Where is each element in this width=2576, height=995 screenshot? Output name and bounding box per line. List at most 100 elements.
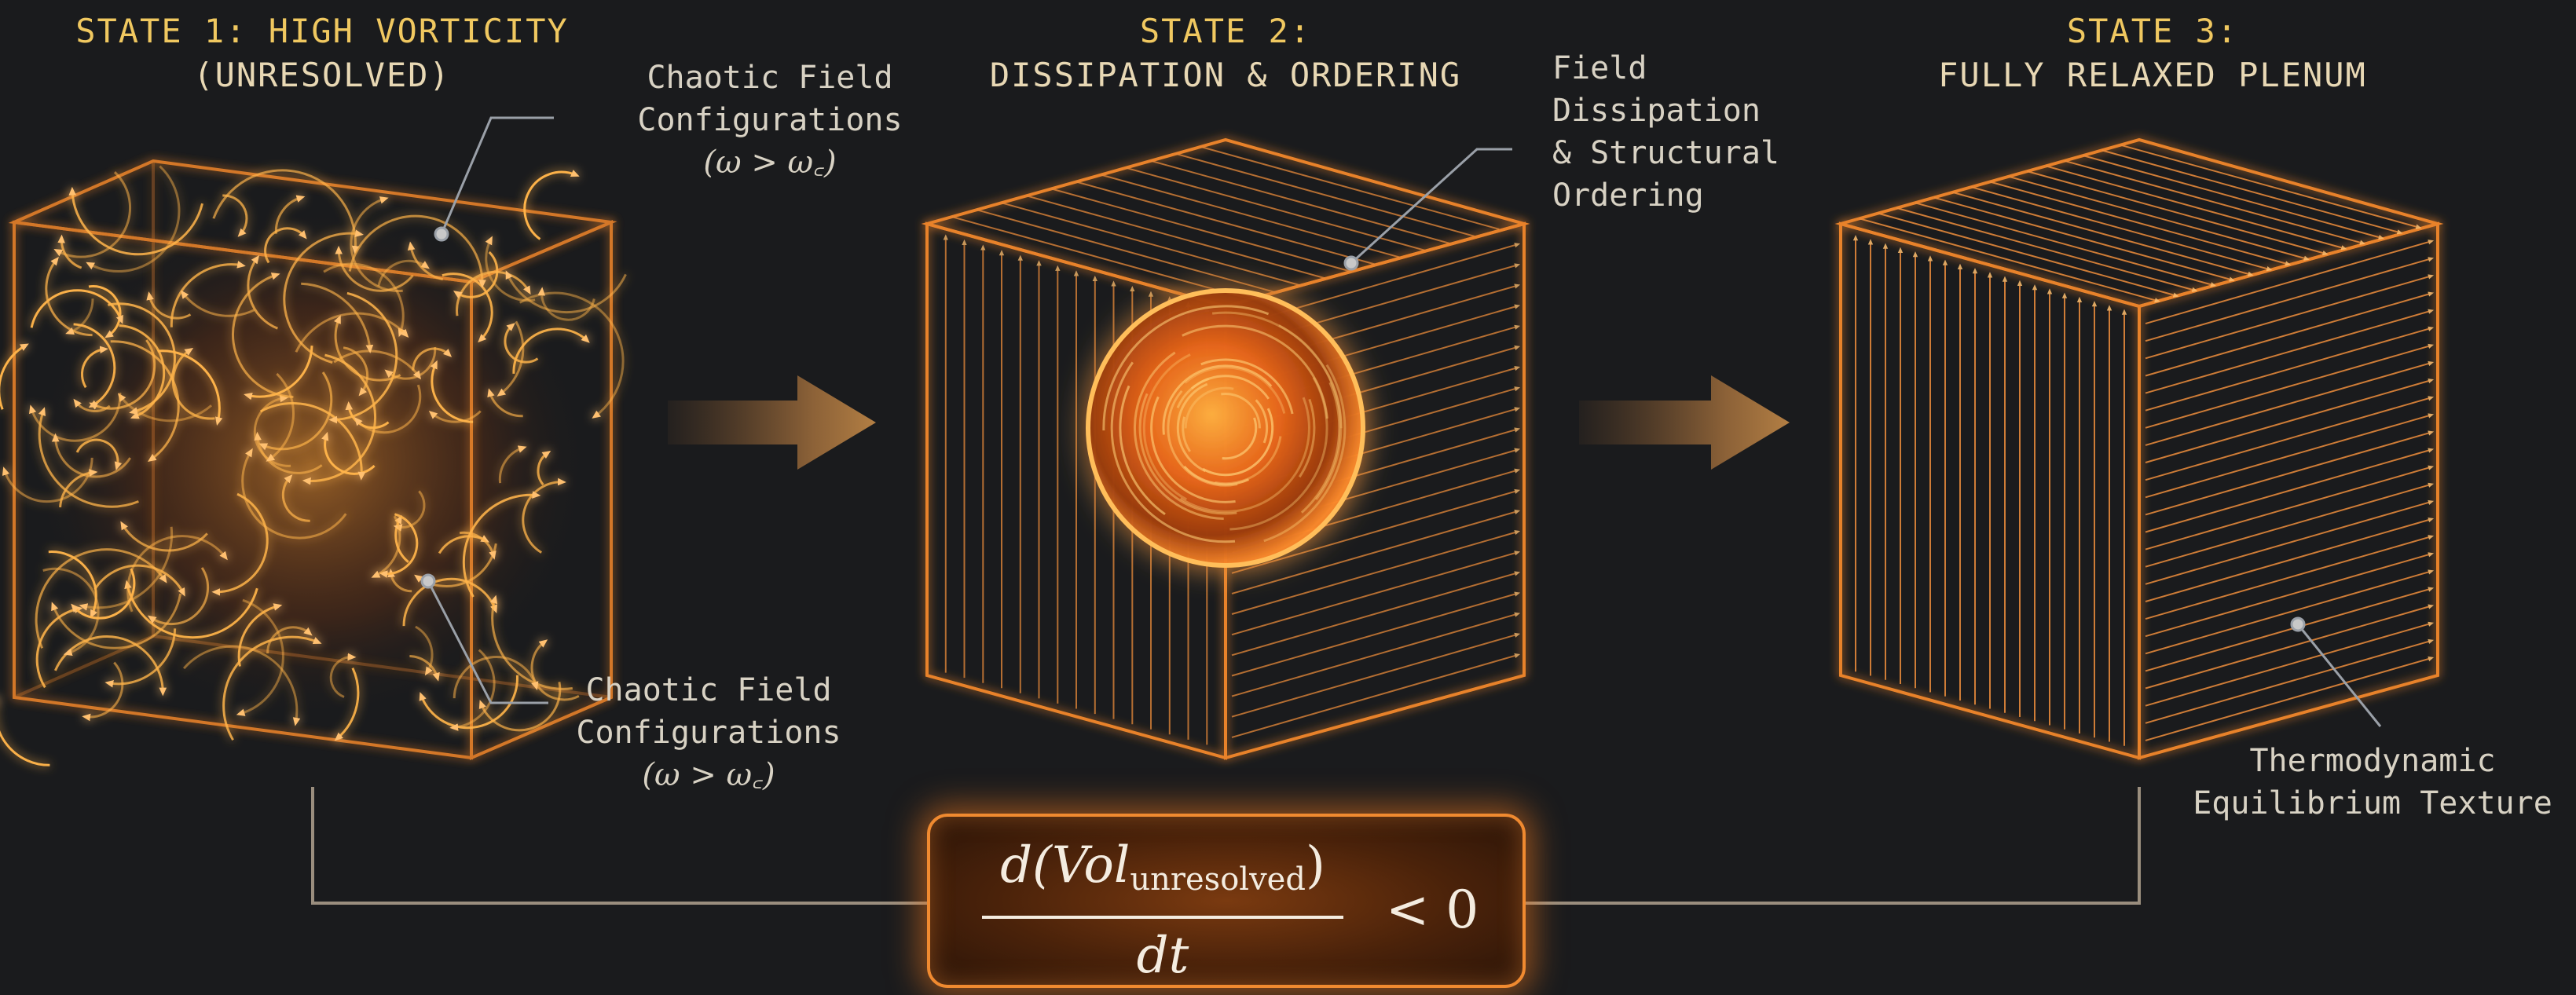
chaotic-swirl (335, 245, 414, 292)
chaotic-swirl (30, 289, 123, 328)
aligned-line (2145, 604, 2435, 690)
chaotic-swirl (29, 393, 122, 442)
chaotic-swirl (79, 526, 174, 611)
chaotic-swirl (120, 521, 208, 552)
field-line (1231, 530, 1521, 615)
aligned-line (2145, 257, 2435, 342)
chaotic-swirl (146, 291, 192, 320)
chaotic-swirl (147, 567, 210, 626)
sphere-swirl (1200, 358, 1294, 415)
chaotic-swirl (211, 492, 269, 596)
annotation-equilibrium-line1: Thermodynamic (2249, 743, 2496, 779)
chaotic-swirl (264, 227, 307, 264)
annotation-chaotic-bottom-line2: Configurations (576, 715, 841, 751)
field-line (1231, 571, 1521, 657)
sphere-swirl (1255, 399, 1269, 444)
chaotic-swirl (453, 656, 539, 699)
chaotic-swirl (323, 262, 405, 338)
annotation-dissipation-line1: Field (1552, 50, 1647, 86)
sphere-swirl (1138, 393, 1237, 515)
chaotic-swirl (93, 564, 185, 597)
aligned-line (2145, 396, 2435, 481)
aligned-line (2027, 170, 2329, 256)
chaotic-swirl (42, 567, 100, 657)
aligned-line (2145, 291, 2435, 377)
aligned-line (2145, 482, 2435, 568)
chaotic-swirl (489, 594, 573, 690)
aligned-line (1989, 181, 2292, 266)
aligned-line (2145, 326, 2435, 412)
aligned-line (2083, 155, 2384, 240)
chaotic-swirl (222, 635, 322, 741)
aligned-field-lines (1852, 144, 2435, 746)
aligned-line (1952, 191, 2254, 276)
chaotic-swirl (266, 626, 313, 654)
chaotic-swirl (212, 169, 360, 254)
field-line (1001, 202, 1301, 287)
chaotic-swirl (412, 347, 453, 371)
annotation-chaotic-top-line1: Chaotic Field (647, 60, 893, 96)
field-line (1051, 188, 1350, 273)
chaotic-swirl (343, 346, 369, 397)
chaotic-swirl (266, 372, 295, 462)
chaotic-swirl (124, 580, 258, 639)
chaotic-swirl (523, 170, 580, 240)
chaotic-swirl (321, 431, 376, 475)
aligned-line (2145, 499, 2435, 585)
sphere-swirl (1183, 465, 1250, 486)
chaotic-swirl (379, 513, 419, 578)
chaotic-swirl (51, 593, 182, 649)
aligned-line (2145, 518, 2435, 602)
bracket-connector (311, 787, 2141, 905)
chaotic-field-lines (0, 165, 627, 766)
chaotic-swirl (281, 474, 310, 522)
formula-numerator-prefix: d(Vol (1000, 836, 1130, 894)
sphere-swirl (1211, 311, 1343, 501)
annotation-dissipation-line4: Ordering (1552, 177, 1704, 214)
chaotic-swirl (222, 194, 248, 237)
chaotic-swirl (35, 605, 83, 689)
chaotic-swirl (119, 324, 166, 419)
aligned-line (2145, 535, 2435, 620)
chaotic-swirl (419, 675, 518, 730)
chaotic-swirl (497, 320, 525, 397)
chaotic-swirl (57, 234, 82, 269)
chaotic-swirl (428, 410, 482, 423)
aligned-line (2145, 621, 2435, 707)
annotation-equilibrium-line2: Equilibrium Texture (2193, 785, 2552, 821)
chaotic-swirl (334, 315, 401, 382)
field-line (951, 216, 1251, 301)
state-3-title-line2: FULLY RELAXED PLENUM (1938, 56, 2367, 94)
aligned-line (2145, 430, 2435, 516)
chaotic-swirl (505, 270, 627, 314)
annotation-chaotic-top: Chaotic Field Configurations (ω > ω꜀) (621, 57, 919, 184)
sphere-swirl (1119, 385, 1166, 516)
chaotic-swirl (180, 290, 255, 317)
chaotic-swirl (407, 241, 444, 281)
chaotic-swirl (518, 291, 625, 419)
chaotic-swirl (449, 649, 496, 731)
aligned-line (2145, 465, 2435, 551)
formula-relation: < 0 (1386, 880, 1479, 940)
aligned-line (2145, 274, 2435, 360)
chaotic-swirl (82, 661, 124, 722)
chaotic-swirl (295, 312, 409, 353)
chaotic-swirl (0, 730, 50, 766)
aligned-line (2064, 159, 2366, 245)
aligned-line (1878, 212, 2179, 298)
state-2-title-line1: STATE 2: (1139, 12, 1312, 50)
sphere-swirl (1133, 351, 1224, 520)
formula-numerator-suffix: ) (1305, 836, 1325, 894)
sphere-swirl (1300, 382, 1341, 514)
chaotic-swirl (274, 195, 306, 234)
chaotic-swirl (537, 451, 551, 486)
chaotic-swirl (53, 171, 132, 258)
field-line (977, 209, 1276, 294)
chaotic-swirl (244, 346, 313, 401)
aligned-line (2145, 309, 2435, 394)
formula-numerator: d(Volunresolved) (974, 832, 1351, 913)
chaotic-swirl (259, 402, 366, 481)
field-line (1231, 612, 1521, 697)
